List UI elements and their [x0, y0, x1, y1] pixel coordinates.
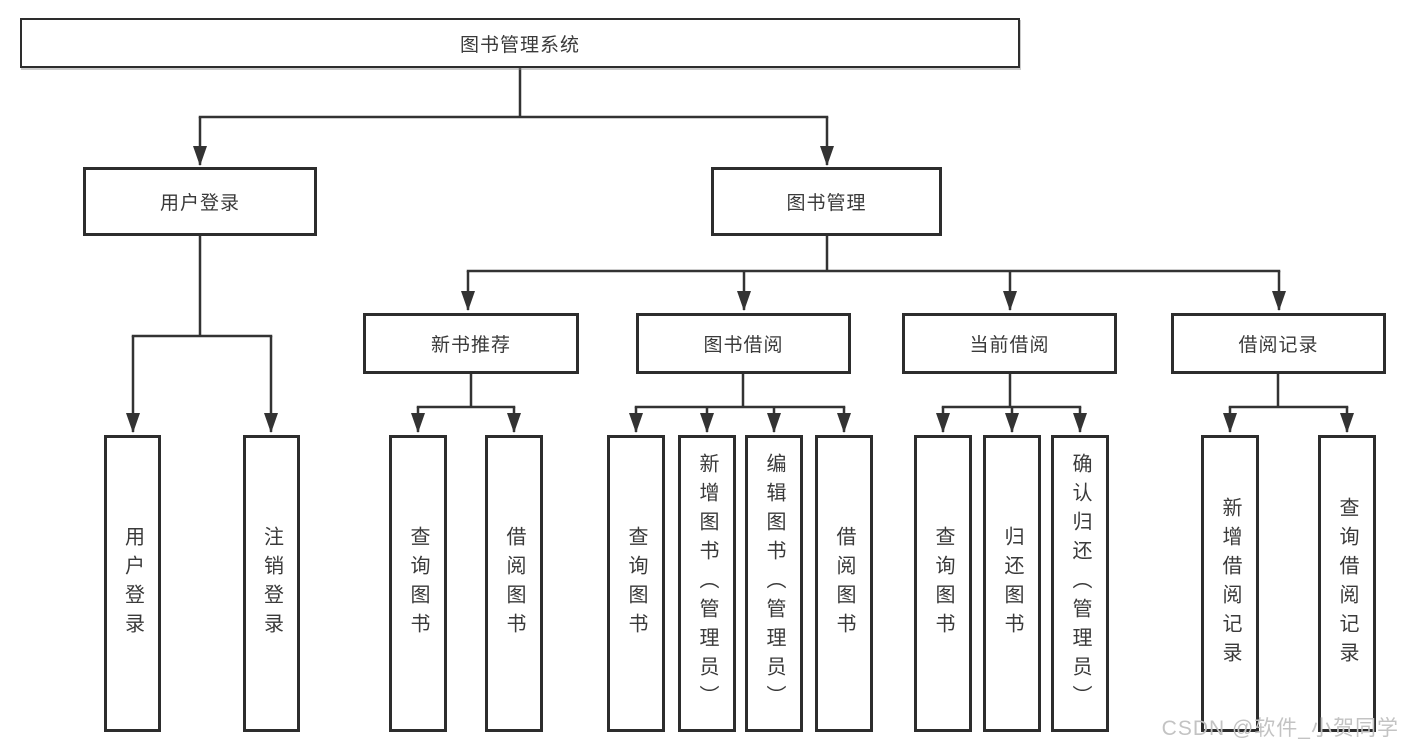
leaf-logout: 注销登录: [243, 435, 300, 732]
leaf-borrow-books-recommend: 借阅图书: [485, 435, 543, 732]
node-book-management-branch: 图书管理: [711, 167, 942, 236]
node-label: 注销登录: [260, 525, 283, 642]
node-label: 新书推荐: [430, 335, 511, 356]
node-label: 新增图书（管理员）: [696, 453, 718, 714]
node-borrowing-records: 借阅记录: [1171, 313, 1386, 374]
leaf-return-books: 归还图书: [983, 435, 1041, 732]
node-label: 确认归还（管理员）: [1069, 453, 1091, 714]
node-label: 用户登录: [159, 193, 240, 214]
leaf-query-books-current: 查询图书: [914, 435, 972, 732]
node-label: 归还图书: [1001, 525, 1023, 642]
node-label: 编辑图书（管理员）: [763, 453, 785, 714]
node-label: 图书管理系统: [459, 34, 580, 56]
node-label: 查询图书: [932, 525, 954, 642]
leaf-borrow-books: 借阅图书: [815, 435, 873, 732]
node-label: 查询借阅记录: [1336, 496, 1358, 671]
leaf-query-borrow-record: 查询借阅记录: [1318, 435, 1376, 732]
leaf-query-books-borrow: 查询图书: [607, 435, 665, 732]
node-book-borrowing: 图书借阅: [636, 313, 851, 374]
leaf-add-books-admin: 新增图书（管理员）: [678, 435, 736, 732]
node-label: 图书管理: [786, 193, 867, 214]
node-label: 借阅记录: [1238, 335, 1319, 356]
node-current-borrowing: 当前借阅: [902, 313, 1117, 374]
node-label: 借阅图书: [503, 525, 525, 642]
node-label: 借阅图书: [833, 525, 855, 642]
leaf-edit-books-admin: 编辑图书（管理员）: [745, 435, 803, 732]
node-label: 查询图书: [407, 525, 429, 642]
node-root-library-system: 图书管理系统: [20, 18, 1020, 68]
node-label: 图书借阅: [703, 335, 784, 356]
node-user-login-branch: 用户登录: [83, 167, 317, 236]
node-label: 用户登录: [121, 525, 144, 642]
node-new-book-recommend: 新书推荐: [363, 313, 579, 374]
leaf-add-borrow-record: 新增借阅记录: [1201, 435, 1259, 732]
leaf-query-books-recommend: 查询图书: [389, 435, 447, 732]
node-label: 新增借阅记录: [1219, 496, 1241, 671]
node-label: 查询图书: [625, 525, 647, 642]
leaf-user-login: 用户登录: [104, 435, 161, 732]
leaf-confirm-return-admin: 确认归还（管理员）: [1051, 435, 1109, 732]
node-label: 当前借阅: [969, 335, 1050, 356]
